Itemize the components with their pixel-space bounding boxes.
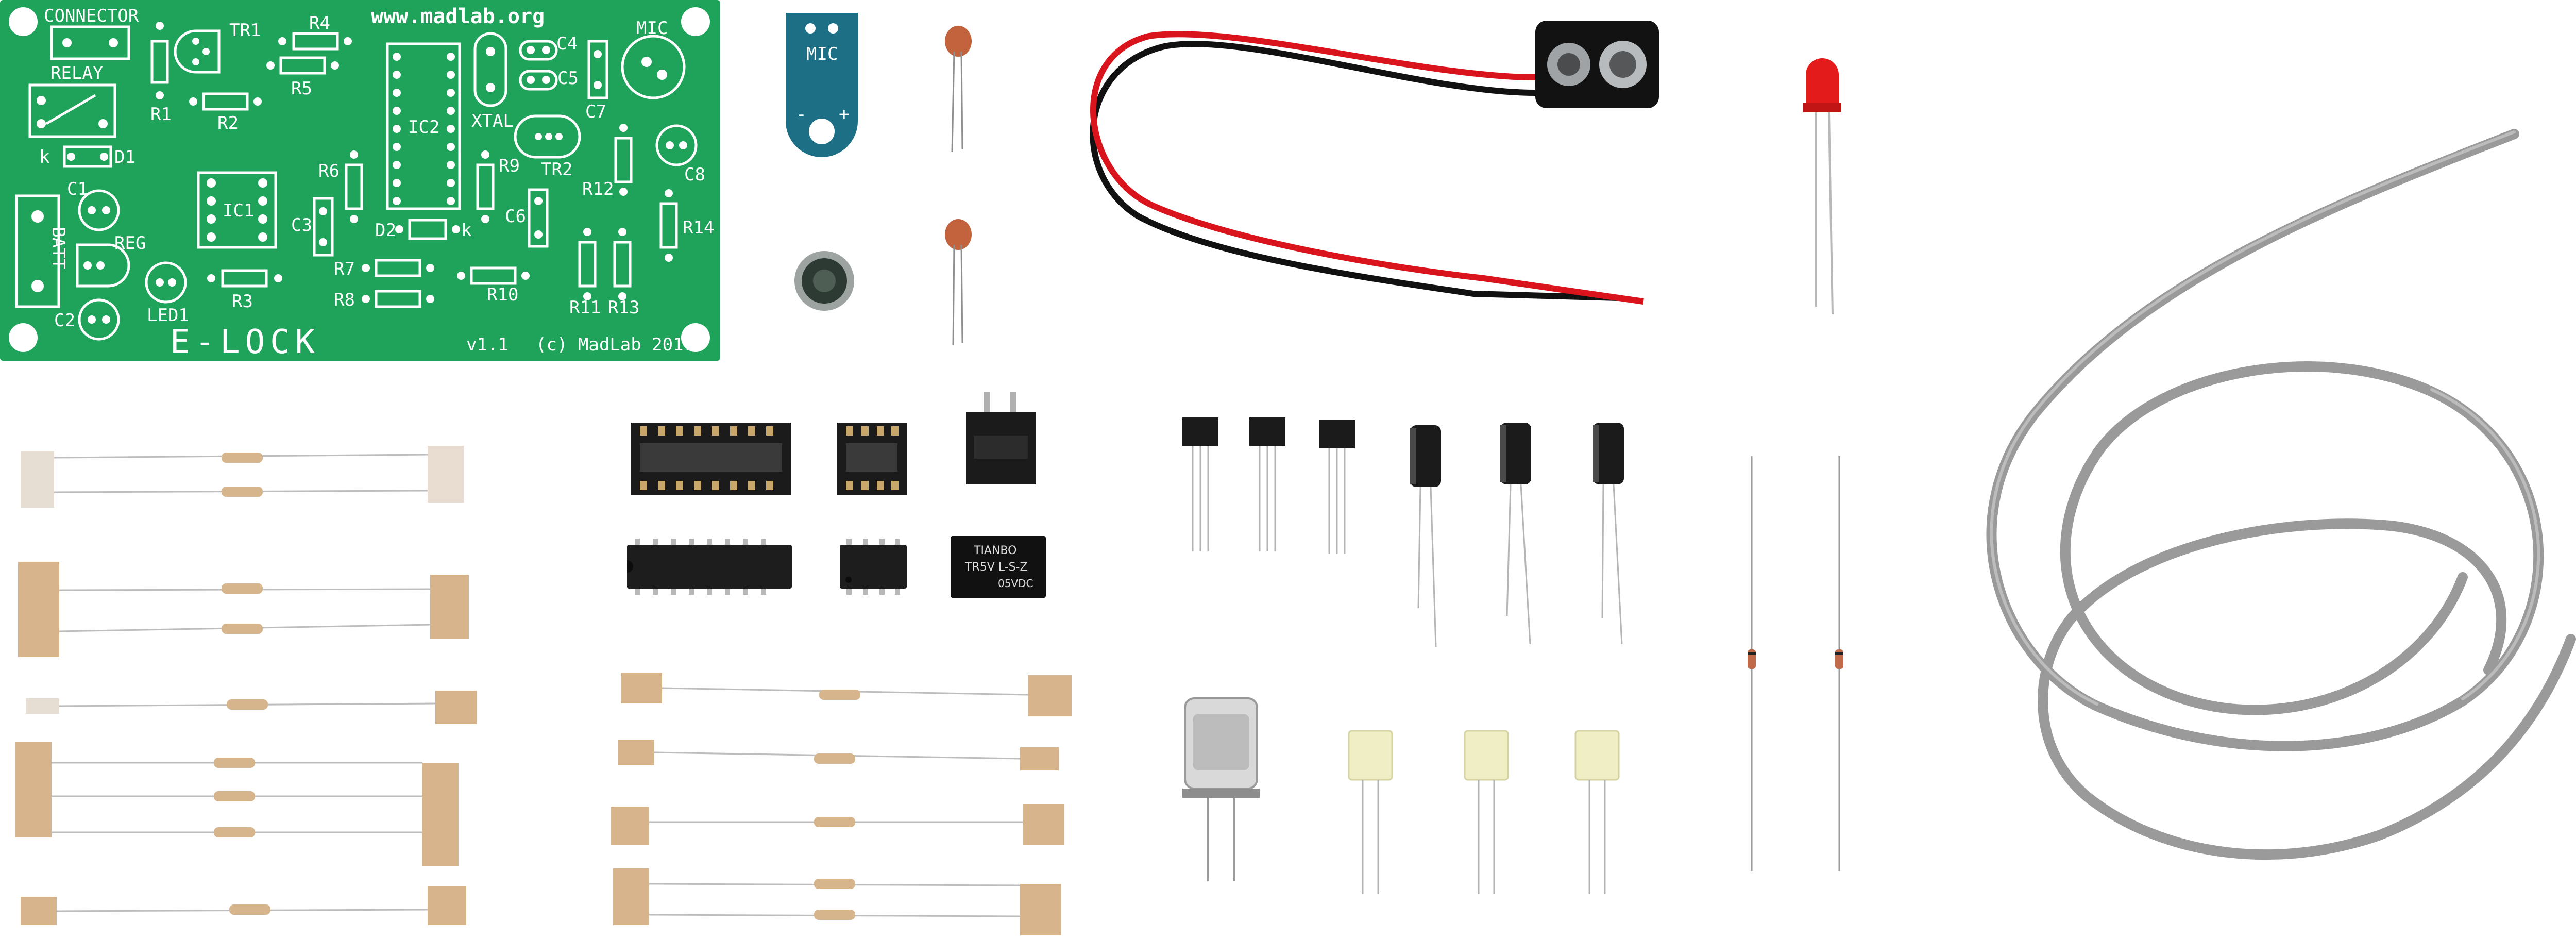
pcb-title-text: E-LOCK [170, 323, 320, 361]
pcb-version-text: v1.1 [466, 334, 509, 355]
pcb-label-r4: R4 [309, 13, 330, 34]
pcb-label-r14: R14 [683, 217, 715, 238]
diode [1835, 456, 1843, 871]
crystal-oscillator [1182, 697, 1260, 881]
mounting-hole [9, 323, 38, 352]
pcb-label-r6: R6 [318, 161, 340, 181]
pcb-label-xtal: XTAL [471, 111, 514, 131]
pcb-label-k2: k [461, 220, 472, 241]
mic-board-plus: + [839, 104, 850, 125]
pcb-label-led1: LED1 [147, 305, 189, 326]
relay-voltage-text: 05VDC [998, 577, 1033, 590]
ic-chip-8pin [840, 539, 907, 595]
mic-breakout-board [786, 13, 858, 157]
pcb-label-relay: RELAY [50, 63, 104, 83]
pcb-label-batt: BATT [48, 227, 69, 269]
pcb-label-mic: MIC [636, 18, 668, 39]
film-capacitor [1574, 730, 1620, 894]
ic-socket-8pin [837, 423, 907, 495]
ceramic-capacitor [945, 219, 972, 346]
ic-socket-16pin [631, 423, 791, 495]
pcb-label-ic1: IC1 [223, 200, 255, 221]
pcb-label-c8: C8 [684, 164, 705, 185]
ceramic-capacitor [945, 26, 972, 153]
pcb-label-tr1: TR1 [229, 20, 261, 41]
resistor-tape-group-middle [611, 673, 1072, 935]
red-led [1803, 58, 1841, 315]
film-capacitor [1464, 730, 1509, 894]
diode [1748, 456, 1756, 871]
mic-board-minus: - [796, 104, 807, 125]
mounting-hole [681, 323, 710, 352]
battery-clip [1090, 21, 1659, 305]
mounting-hole [681, 7, 710, 36]
pcb-label-r5: R5 [291, 78, 312, 99]
pcb-label-r2: R2 [217, 113, 239, 133]
pcb-label-reg: REG [114, 233, 146, 254]
pcb-label-c2: C2 [54, 310, 75, 331]
mounting-hole [9, 7, 38, 36]
transistor [1319, 420, 1355, 554]
relay-component: TIANBO TR5V L-S-Z 05VDC [951, 536, 1046, 598]
pcb-label-r8: R8 [334, 290, 355, 310]
transistor [1182, 417, 1218, 551]
pcb-label-c6: C6 [505, 206, 526, 227]
pcb-copyright-text: (c) MadLab 2017 [536, 334, 694, 355]
pcb-label-d1: D1 [114, 147, 135, 167]
relay-model-text: TR5V L-S-Z [965, 561, 1028, 574]
pcb-label-d2: D2 [375, 220, 396, 241]
electrolytic-capacitor [1500, 423, 1531, 645]
mic-board-label: MIC [806, 44, 838, 64]
pcb-board [0, 0, 720, 361]
resistor-tape-group-left [15, 446, 477, 925]
pcb-label-tr2: TR2 [541, 159, 573, 180]
pcb-url-text: www.madlab.org [371, 5, 545, 28]
pcb-label-c3: C3 [291, 215, 312, 236]
pcb-label-connector: CONNECTOR [44, 6, 139, 26]
pcb-label-r9: R9 [499, 156, 520, 176]
film-capacitor [1348, 730, 1393, 894]
pcb-label-r10: R10 [487, 284, 519, 305]
pcb-label-c4: C4 [556, 34, 578, 54]
pcb-label-r7: R7 [334, 259, 355, 279]
transistor [1249, 417, 1285, 551]
grey-cable [1986, 129, 2576, 860]
pcb-label-r12: R12 [582, 179, 614, 199]
pcb-label-r3: R3 [232, 291, 253, 312]
pcb-label-r1: R1 [150, 104, 172, 125]
pcb-label-r13: R13 [608, 297, 640, 318]
pcb-label-c7: C7 [585, 102, 606, 122]
pcb-label-c5: C5 [557, 68, 579, 89]
two-pin-connector [966, 392, 1036, 484]
pcb-label-k1: k [39, 147, 50, 167]
pcb-label-ic2: IC2 [408, 117, 440, 138]
pcb-label-r11: R11 [569, 297, 601, 318]
electrolytic-capacitor [1410, 425, 1441, 647]
pcb-label-c1: C1 [67, 179, 88, 199]
relay-brand-text: TIANBO [974, 544, 1017, 557]
electret-microphone [794, 251, 854, 311]
ic-chip-16pin [627, 539, 792, 595]
electrolytic-capacitor [1593, 423, 1624, 645]
